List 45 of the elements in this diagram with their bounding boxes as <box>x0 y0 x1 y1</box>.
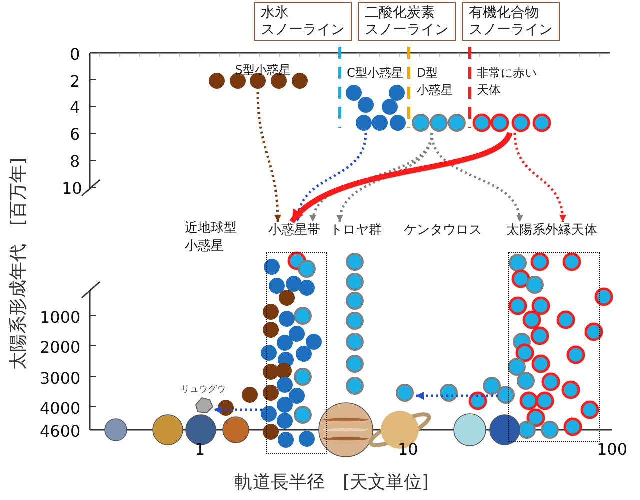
arrow <box>256 92 282 222</box>
group-label: D型 <box>417 65 440 82</box>
region-label: 近地球型 <box>185 220 237 237</box>
tick-label: 1000 <box>40 308 81 327</box>
box-text: 二酸化炭素 <box>365 5 436 22</box>
group-label: 小惑星帯 <box>268 222 322 239</box>
box-text: スノーライン <box>365 22 449 39</box>
axis-label: 軌道長半径 [天文単位] <box>235 471 430 494</box>
tick-label: 1 <box>195 440 206 459</box>
group-label: 太陽系外縁天体 <box>506 222 598 239</box>
tick-label: 0 <box>70 45 80 64</box>
tick-label: 8 <box>70 152 80 171</box>
label-box <box>254 2 352 41</box>
group-label: ケンタウロス <box>403 222 483 239</box>
label-box <box>462 2 560 41</box>
box-text: スノーライン <box>261 22 345 39</box>
arrow <box>514 132 566 222</box>
group-label: S型小惑星 <box>234 62 292 79</box>
arrow <box>295 132 368 222</box>
tick-label: 4000 <box>40 399 81 418</box>
tick-label: 2 <box>70 72 80 91</box>
tick-label: 6 <box>70 125 80 144</box>
box-text: 有機化合物 <box>469 5 540 22</box>
tick-label: 2000 <box>40 338 81 357</box>
object-label: リュウグウ <box>181 384 226 396</box>
group-label: トロヤ群 <box>330 222 382 239</box>
box-text: 水氷 <box>261 5 290 22</box>
tick-label: 4600 <box>40 422 81 441</box>
tick-label: 4 <box>70 98 80 117</box>
box-text: スノーライン <box>469 22 553 39</box>
group-label: 天体 <box>477 82 502 99</box>
arrow <box>290 132 512 224</box>
group-label: C型小惑星 <box>347 65 404 82</box>
arrow <box>430 132 522 222</box>
tick-label: 10 <box>62 179 82 198</box>
arrow <box>214 406 262 414</box>
tick-label: 100 <box>597 440 628 459</box>
tick-label: 10 <box>398 440 418 459</box>
label-box <box>358 2 456 41</box>
region-label: 小惑星 <box>185 238 224 255</box>
group-label: 非常に赤い <box>477 65 538 82</box>
axis-label: 太陽系形成年代 [百万年] <box>7 156 30 372</box>
tick-label: 3000 <box>40 369 81 388</box>
arrow <box>338 132 434 222</box>
group-label: 小惑星 <box>417 82 454 99</box>
